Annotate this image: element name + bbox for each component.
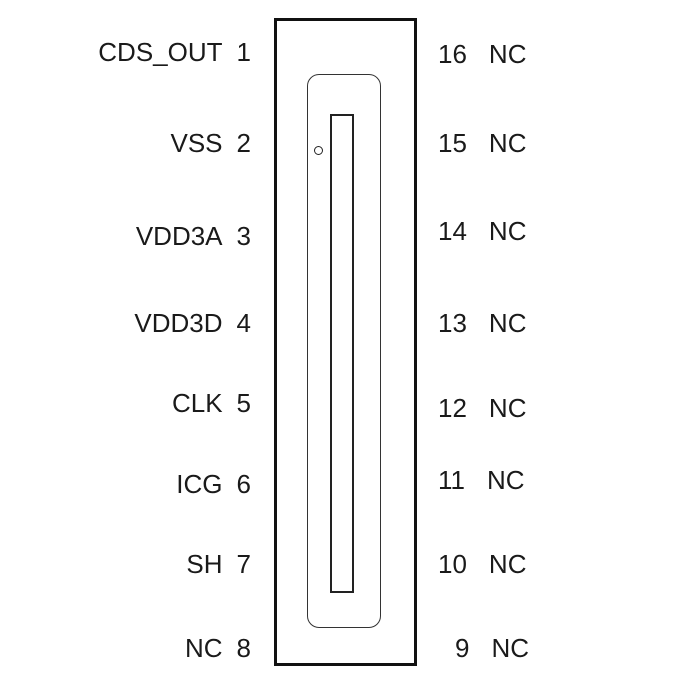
pin-number: 13	[438, 308, 467, 338]
sensor-window-outline	[307, 74, 381, 628]
pin-right-15: 15 NC	[438, 128, 526, 158]
pin-name: NC	[487, 465, 525, 495]
pin-right-14: 14 NC	[438, 216, 526, 246]
pin-number: 14	[438, 216, 467, 246]
pin-number: 10	[438, 549, 467, 579]
pin-name: NC	[488, 128, 527, 158]
pin-left-8: NC 8	[185, 633, 251, 663]
pin-number: 3	[236, 221, 251, 251]
pin-right-12: 12 NC	[438, 393, 526, 423]
pin-name: NC	[491, 633, 530, 663]
sensor-array	[330, 114, 354, 593]
pin-number: 5	[236, 388, 251, 418]
pin-number: 7	[236, 549, 251, 579]
pin-left-7: SH 7	[186, 549, 251, 579]
pin-number: 4	[236, 308, 251, 338]
pin-number: 1	[236, 37, 251, 67]
pin-name: VDD3D	[134, 308, 223, 338]
pin-name: SH	[186, 549, 223, 579]
pin-name: NC	[488, 39, 527, 69]
pin-right-16: 16 NC	[438, 39, 526, 69]
pin-left-6: ICG 6	[176, 469, 251, 499]
pin-name: ICG	[176, 469, 223, 499]
pin-number: 16	[438, 39, 467, 69]
pin-name: VSS	[170, 128, 223, 158]
pin-right-13: 13 NC	[438, 308, 526, 338]
pin-number: 12	[438, 393, 467, 423]
pin-name: NC	[488, 393, 527, 423]
pin-name: NC	[488, 308, 527, 338]
pin-name: NC	[488, 216, 527, 246]
pin-name: NC	[488, 549, 527, 579]
pin-name: VDD3A	[135, 221, 223, 251]
pin-number: 15	[438, 128, 467, 158]
pin-number: 8	[236, 633, 251, 663]
pin-number: 2	[236, 128, 251, 158]
pin-left-4: VDD3D 4	[134, 308, 251, 338]
pin-left-1: CDS_OUT 1	[98, 37, 251, 67]
pin-left-5: CLK 5	[172, 388, 251, 418]
pin1-marker-icon	[314, 146, 323, 155]
pin-name: CDS_OUT	[98, 37, 223, 67]
pin-number: 9	[455, 633, 470, 663]
pin-name: NC	[184, 633, 223, 663]
pin-right-10: 10 NC	[438, 549, 526, 579]
pin-left-2: VSS 2	[171, 128, 252, 158]
pin-name: CLK	[171, 388, 223, 418]
pin-right-9: 9 NC	[455, 633, 529, 663]
pin-number: 6	[236, 469, 251, 499]
chip-package-outline	[274, 18, 417, 666]
pin-right-11: 11 NC	[438, 465, 525, 495]
pin-left-3: VDD3A 3	[136, 221, 251, 251]
pin-number: 11	[438, 465, 465, 495]
